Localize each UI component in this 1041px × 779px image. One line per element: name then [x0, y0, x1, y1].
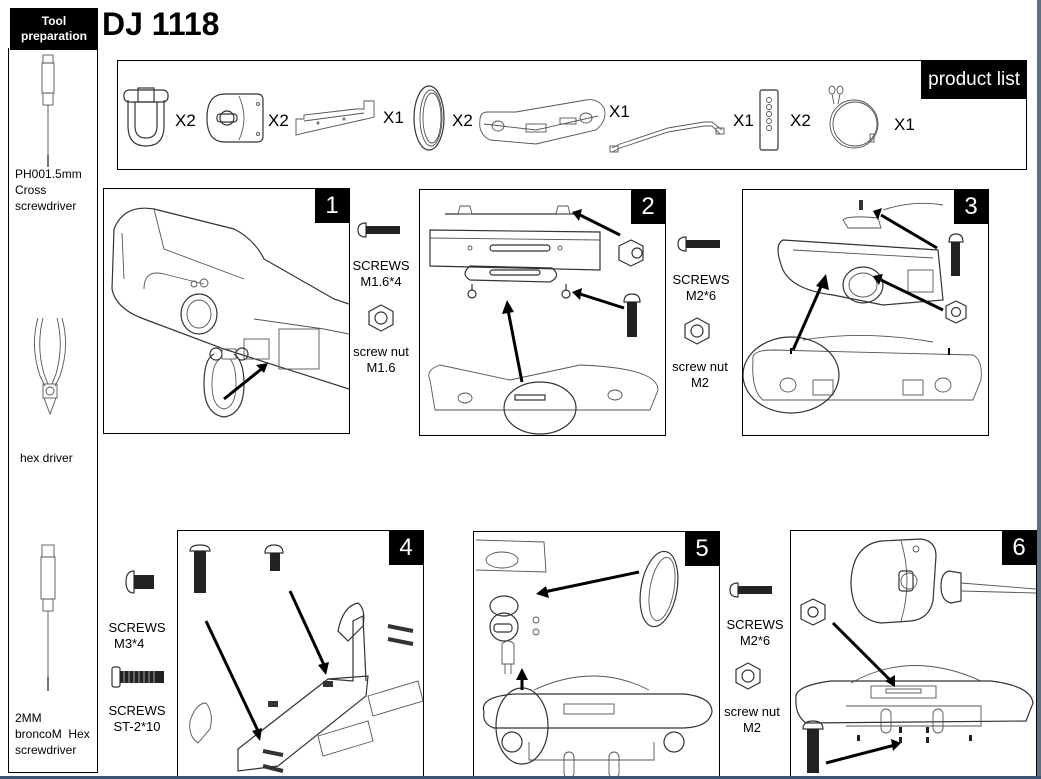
step-number-badge: 6 — [1002, 531, 1036, 565]
product-qty: X2 — [452, 111, 473, 130]
hex-nut-icon — [684, 317, 710, 345]
light-install-illustration — [475, 539, 713, 778]
led-wire-icon — [828, 85, 879, 149]
tool-label-line: 2MM — [15, 711, 42, 725]
screw-label: SCREWS M3*4 — [102, 620, 172, 652]
nut-label: screw nut M2 — [664, 359, 736, 391]
document-title: DJ 1118 — [102, 6, 220, 42]
nut-type: screw nut — [724, 704, 780, 719]
tool-label-cross-screwdriver: PH001.5mm Cross screwdriver — [15, 166, 82, 214]
step-number-badge: 4 — [389, 531, 423, 565]
screw-type: SCREWS — [108, 620, 166, 635]
tool-preparation-header: Tool preparation — [10, 8, 98, 50]
light-ring-icon — [413, 85, 445, 151]
tool-label-line: Cross — [15, 183, 47, 197]
screw-label: SCREWS M2*6 — [720, 617, 790, 649]
step-3-panel: 3 — [742, 189, 989, 436]
screw-label: SCREWS M2*6 — [666, 272, 736, 304]
hex-nut-icon — [735, 662, 761, 690]
hex-screwdriver-icon — [40, 544, 56, 691]
light-bar-bracket-assembly-illustration — [189, 544, 423, 773]
step-number-badge: 2 — [631, 190, 665, 224]
bumper-closeup-illustration — [111, 207, 349, 418]
nut-type: screw nut — [672, 359, 728, 374]
product-qty: X1 — [609, 102, 630, 121]
product-qty: X1 — [894, 115, 915, 134]
product-qty: X2 — [268, 111, 289, 130]
screw-m3-icon — [125, 570, 154, 594]
winch-plate-icon — [295, 100, 375, 136]
step-6-panel: 6 — [790, 530, 1037, 777]
pliers-icon — [34, 317, 66, 416]
bumper-side-assembly-illustration — [743, 200, 982, 414]
nut-size: M1.6 — [366, 360, 396, 375]
tool-label-line: screwdriver — [15, 199, 77, 213]
nut-type: screw nut — [353, 344, 409, 359]
tool-label-line: PH001.5mm — [15, 167, 82, 181]
tool-label-hex-driver: hex driver — [20, 450, 73, 466]
page-edge-right — [1037, 0, 1041, 779]
screw-m1-6-icon — [357, 222, 400, 238]
tool-label-line: hex driver — [20, 451, 73, 465]
screwdriver-icon — [41, 54, 55, 167]
tool-label-hex-screwdriver: 2MM broncoM Hex screwdriver — [15, 710, 90, 758]
nut-label: screw nut M2 — [716, 704, 788, 736]
product-qty: X1 — [733, 111, 754, 130]
screw-label: SCREWS ST-2*10 — [102, 703, 172, 735]
step-5-panel: 5 — [473, 531, 720, 779]
nut-size: M2 — [742, 720, 762, 735]
screw-size: M3*4 — [114, 636, 145, 651]
screw-type: SCREWS — [726, 617, 784, 632]
tool-column — [8, 48, 98, 773]
screw-type: SCREWS — [108, 703, 166, 718]
page-edge-bottom — [0, 776, 1041, 779]
screw-type: SCREWS — [672, 272, 730, 287]
step-number-badge: 3 — [954, 190, 988, 224]
step-1-panel: 1 — [103, 188, 350, 434]
light-bar-bracket-icon — [759, 89, 779, 151]
front-bumper-icon — [479, 99, 606, 145]
nut-label: screw nut M1.6 — [346, 344, 416, 376]
tool-header-line2: preparation — [20, 29, 87, 43]
step-number-badge: 1 — [315, 189, 349, 223]
step-4-panel: 4 — [177, 530, 424, 779]
tool-label-line: screwdriver — [15, 743, 77, 757]
product-qty: X1 — [383, 108, 404, 127]
product-list: product list — [117, 60, 1027, 170]
screw-label: SCREWS M1.6*4 — [346, 258, 416, 290]
step-number-badge: 5 — [685, 532, 719, 566]
tool-label-line: broncoM Hex — [15, 727, 90, 741]
screw-size: M1.6*4 — [360, 274, 402, 289]
nut-size: M2 — [690, 375, 710, 390]
step-2-panel: 2 — [419, 189, 666, 436]
screw-size: M2*6 — [739, 633, 771, 648]
screw-st2-icon — [111, 666, 164, 688]
light-housing-icon — [206, 93, 264, 143]
final-assembly-illustration — [795, 538, 1036, 773]
winch-plate-assembly-illustration — [428, 205, 659, 435]
screw-m2-icon — [729, 582, 772, 598]
product-qty: X2 — [790, 111, 811, 130]
screw-type: SCREWS — [352, 258, 410, 273]
screw-size: ST-2*10 — [113, 719, 161, 734]
hoop-bar-icon — [609, 121, 725, 153]
screw-m2-icon — [677, 236, 720, 252]
tool-header-line1: Tool — [41, 14, 67, 28]
product-list-label: product list — [921, 61, 1026, 99]
hex-nut-icon — [368, 304, 394, 332]
product-qty: X2 — [175, 111, 196, 130]
screw-size: M2*6 — [685, 288, 717, 303]
shackle-icon — [123, 87, 169, 147]
